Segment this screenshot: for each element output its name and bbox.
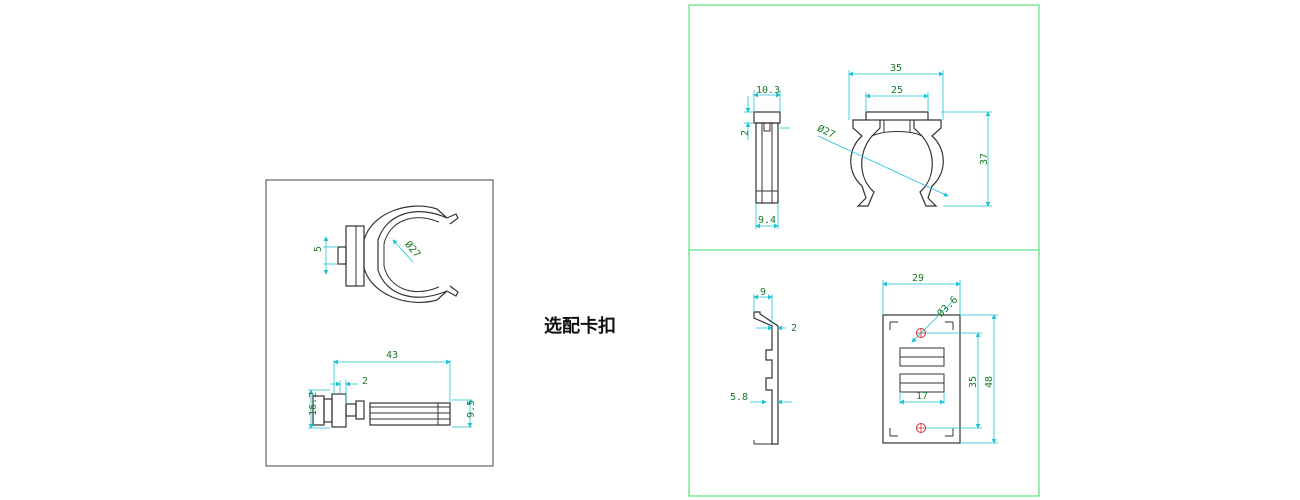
profile-view: 9 2 5.8 — [730, 287, 797, 445]
bottom-height-label: 16.2 — [308, 392, 319, 416]
drawing-title: 选配卡扣 — [544, 315, 616, 337]
profile-step-label: 5.8 — [730, 392, 748, 403]
clip-diameter-label: Ø27 — [402, 239, 423, 261]
plate-width-label: 29 — [912, 273, 924, 284]
side-slot-label: 2 — [740, 130, 751, 136]
bottom-length-label: 43 — [386, 350, 398, 361]
left-front-clip-view: 5 Ø27 — [313, 205, 459, 304]
left-bottom-view: 43 2 16.2 9.5 — [308, 350, 477, 429]
bottom-end-height-label: 9.5 — [466, 400, 477, 418]
clip-inner-width-label: 25 — [891, 85, 903, 96]
left-drawing-frame — [265, 179, 494, 467]
clip-diameter-label-2: Ø27 — [815, 122, 836, 141]
side-bottom-width-label: 9.4 — [758, 215, 776, 226]
slot-width-label: 17 — [916, 391, 928, 402]
hole-pitch-label: 35 — [968, 376, 979, 388]
hole-diameter-label: Ø3.6 — [935, 294, 961, 320]
profile-top-label: 9 — [760, 287, 766, 298]
clip-outer-width-label: 35 — [890, 63, 902, 74]
side-view: 10.3 2 9.4 — [740, 85, 790, 229]
side-top-width-label: 10.3 — [756, 85, 780, 96]
tab-height-label: 5 — [313, 246, 324, 252]
top-hole-marker — [916, 328, 926, 338]
clip-height-label: 37 — [979, 153, 990, 165]
plate-height-label: 48 — [984, 376, 995, 388]
profile-thickness-label: 2 — [791, 323, 797, 334]
bottom-hole-marker — [916, 423, 926, 433]
bottom-offset-label: 2 — [362, 376, 368, 387]
plate-view: 29 Ø3.6 17 35 48 — [882, 273, 998, 444]
clip-front-view: 35 25 37 Ø27 — [815, 63, 992, 207]
